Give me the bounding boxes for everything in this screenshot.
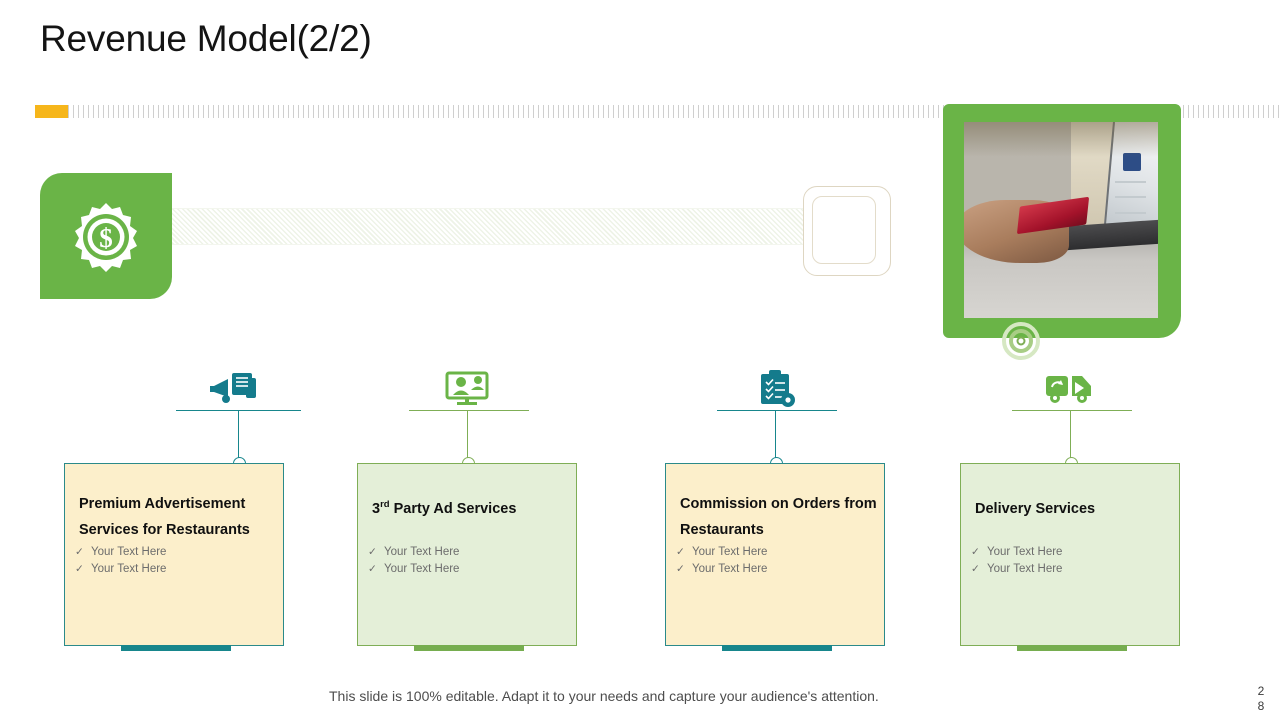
card-commission-orders[interactable]: Commission on Orders from Restaurants ✓ … [665,463,885,651]
band-outline-inner [812,196,876,264]
page-number: 2 8 [1254,684,1268,714]
bullet-text: Your Text Here [987,563,1063,575]
bullet-text: Your Text Here [384,563,460,575]
card-delivery-services[interactable]: Delivery Services ✓ Your Text Here ✓ You… [960,463,1180,651]
presentation-people-icon [439,370,499,406]
list-item: ✓ Your Text Here [971,544,1176,561]
icon-underline-3 [717,410,837,411]
delivery-truck-icon [1042,370,1102,406]
card-accent-bar-4 [1017,645,1127,651]
bullet-text: Your Text Here [692,546,768,558]
clipboard-checklist-gear-icon [747,370,807,407]
connector-stem-3 [775,411,776,462]
megaphone-documents-icon [210,370,270,406]
page-number-digit: 8 [1257,699,1265,713]
connector-stem-4 [1070,411,1071,462]
svg-text:$: $ [99,223,113,253]
card-accent-bar-2 [414,645,524,651]
credit-card-photo [964,122,1158,318]
card-accent-bar-3 [722,645,832,651]
list-item: ✓ Your Text Here [75,561,280,578]
icon-underline-1 [176,410,301,411]
check-icon: ✓ [971,546,980,558]
list-item: ✓ Your Text Here [75,544,280,561]
target-icon [1002,322,1040,360]
bullet-text: Your Text Here [91,546,167,558]
revenue-icon-tile: $ [40,173,172,299]
card-bullets-2: ✓ Your Text Here ✓ Your Text Here [368,544,573,578]
check-icon: ✓ [75,563,84,575]
connector-stem-2 [467,411,468,462]
card-bullets-1: ✓ Your Text Here ✓ Your Text Here [75,544,280,578]
list-item: ✓ Your Text Here [676,544,881,561]
check-icon: ✓ [368,546,377,558]
card-bullets-4: ✓ Your Text Here ✓ Your Text Here [971,544,1176,578]
card-bullets-3: ✓ Your Text Here ✓ Your Text Here [676,544,881,578]
footer-note: This slide is 100% editable. Adapt it to… [329,688,879,704]
divider-accent-bar [35,105,68,118]
list-item: ✓ Your Text Here [676,561,881,578]
check-icon: ✓ [676,563,685,575]
card-title-4: Delivery Services [975,500,1096,517]
connector-stem-1 [238,411,239,462]
list-item: ✓ Your Text Here [971,561,1176,578]
bullet-text: Your Text Here [384,546,460,558]
card-title-2: 3rd Party Ad Services [372,499,517,517]
hatched-band [172,208,852,245]
bullet-text: Your Text Here [91,563,167,575]
card-title-3: Commission on Orders from Restaurants [680,496,877,538]
card-premium-advertisement[interactable]: Premium Advertisement Services for Resta… [64,463,284,651]
list-item: ✓ Your Text Here [368,561,573,578]
list-item: ✓ Your Text Here [368,544,573,561]
bullet-text: Your Text Here [692,563,768,575]
check-icon: ✓ [676,546,685,558]
card-title-1: Premium Advertisement Services for Resta… [79,496,250,538]
page-title: Revenue Model(2/2) [40,18,372,59]
check-icon: ✓ [368,563,377,575]
check-icon: ✓ [971,563,980,575]
check-icon: ✓ [75,546,84,558]
card-third-party-ads[interactable]: 3rd Party Ad Services ✓ Your Text Here ✓… [357,463,577,651]
bullet-text: Your Text Here [987,546,1063,558]
page-number-digit: 2 [1257,684,1265,698]
card-accent-bar-1 [121,645,231,651]
icon-underline-4 [1012,410,1132,411]
icon-underline-2 [409,410,529,411]
